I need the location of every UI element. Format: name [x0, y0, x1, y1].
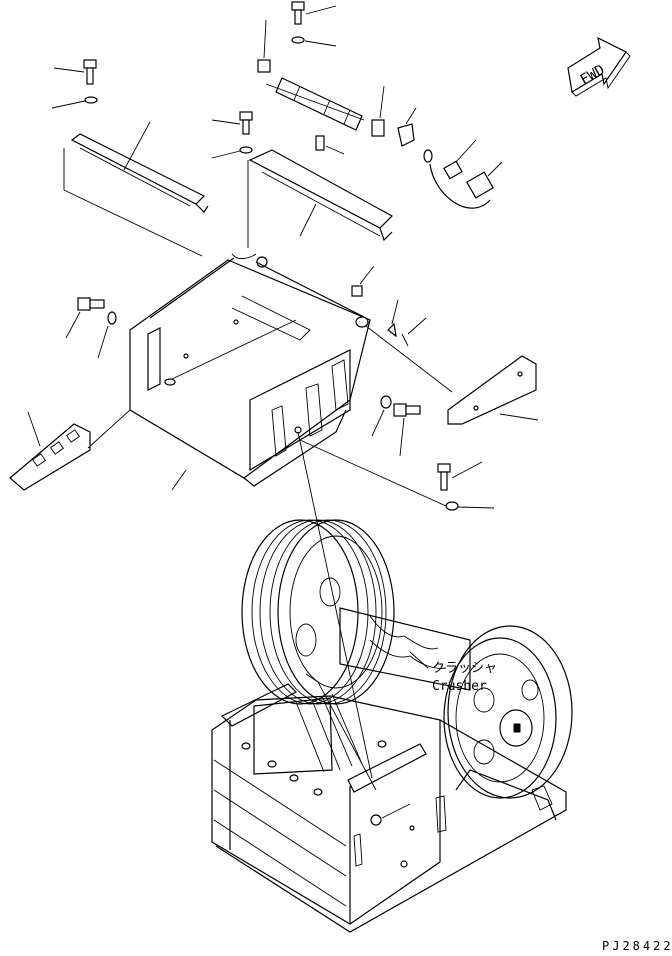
washer-upper-left [51, 96, 98, 109]
cover-bar-right [247, 149, 393, 248]
fwd-label: FWD [578, 62, 608, 89]
hose-assembly [423, 139, 503, 209]
bolt-top-center [291, 1, 337, 25]
crusher-label-en: Crusher [432, 679, 487, 694]
washer-top-center [291, 36, 337, 47]
cotter-pin [387, 299, 427, 347]
drawing-id: PJ28422 [602, 939, 672, 953]
crusher-label-jp: クラッシャ [432, 661, 497, 676]
small-bolt-hinge [315, 135, 345, 155]
washer-left-mid [97, 311, 117, 359]
clamp-part [397, 107, 417, 147]
small-pin-upper [351, 265, 375, 297]
bolt-lower-right [437, 461, 483, 491]
washer-mid-left [211, 146, 253, 159]
nut-top-left [257, 19, 271, 73]
bolt-left-mid [65, 297, 105, 339]
crusher-assembly: クラッシャ Crusher [211, 431, 573, 933]
grease-nipple-1 [371, 85, 385, 137]
bolt-upper-left [53, 59, 97, 85]
washer-lower-right [299, 439, 495, 511]
hinge-plate-top [265, 77, 365, 131]
bolt-right-mid [393, 403, 421, 457]
bracket-lower-left [9, 409, 131, 491]
washer-right-mid [371, 395, 392, 437]
fwd-arrow-icon: FWD [567, 36, 631, 97]
guard-cover-assembly [129, 253, 371, 491]
bolt-mid-left [211, 111, 253, 135]
cover-bar-left [63, 121, 209, 257]
side-plate-right [365, 325, 539, 425]
